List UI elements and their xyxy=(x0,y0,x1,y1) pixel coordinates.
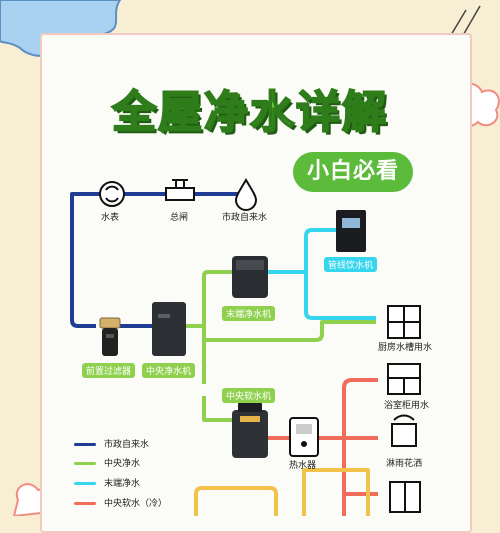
pipe-central xyxy=(204,320,376,342)
label-shower: 淋雨花洒 xyxy=(386,459,423,469)
pipeline-dispenser-device xyxy=(336,210,366,252)
prefilter-device xyxy=(99,317,121,356)
pipe-terminal xyxy=(268,228,336,274)
legend-label: 中央净水 xyxy=(104,459,141,469)
pipe-central xyxy=(186,270,232,328)
legend-swatch xyxy=(74,482,96,485)
label-main-valve: 总闸 xyxy=(170,213,189,223)
label-kitchen-sink: 厨房水槽用水 xyxy=(378,343,433,353)
toilet-cabinet-icon xyxy=(389,481,421,513)
pipe-soft-cold xyxy=(342,378,378,516)
label-prefilter: 前置过滤器 xyxy=(82,363,136,378)
subtitle-badge: 小白必看 xyxy=(293,152,413,192)
label-pipeline-dispenser: 管线饮水机 xyxy=(324,257,378,272)
legend-swatch xyxy=(74,443,96,446)
pipe-soft-hot xyxy=(302,468,370,516)
water-drop-icon xyxy=(234,178,258,211)
pipe-soft-hot xyxy=(194,486,278,516)
shower-icon xyxy=(391,414,417,447)
label-water-heater: 热水器 xyxy=(289,461,317,471)
label-central-purifier: 中央净水机 xyxy=(142,363,196,378)
water-heater-device xyxy=(289,417,319,457)
label-central-softener: 中央软水机 xyxy=(222,388,276,403)
legend-label: 中央软水（冷） xyxy=(104,499,168,509)
label-terminal-purifier: 末端净水机 xyxy=(222,306,276,321)
terminal-purifier-device xyxy=(232,256,268,298)
bathroom-cabinet-icon xyxy=(387,363,421,395)
legend-swatch xyxy=(74,502,96,505)
main-valve-icon xyxy=(165,179,195,201)
central-softener-device xyxy=(232,402,268,458)
water-flow-diagram xyxy=(70,178,421,516)
kitchen-sink-icon xyxy=(387,305,421,339)
legend-label: 末端净水 xyxy=(104,479,141,489)
pipe-municipal xyxy=(70,192,112,328)
label-municipal-water: 市政自来水 xyxy=(222,213,268,223)
legend-swatch xyxy=(74,462,96,465)
label-bathroom-cabinet: 浴室柜用水 xyxy=(384,401,430,411)
pipe-terminal xyxy=(304,272,376,320)
page-title: 全屋净水详解 xyxy=(111,86,388,139)
water-meter-icon xyxy=(99,181,125,207)
label-meter: 水表 xyxy=(101,213,120,223)
legend-label: 市政自来水 xyxy=(104,440,150,450)
central-purifier-device xyxy=(152,302,186,356)
pipe-central xyxy=(202,396,232,422)
